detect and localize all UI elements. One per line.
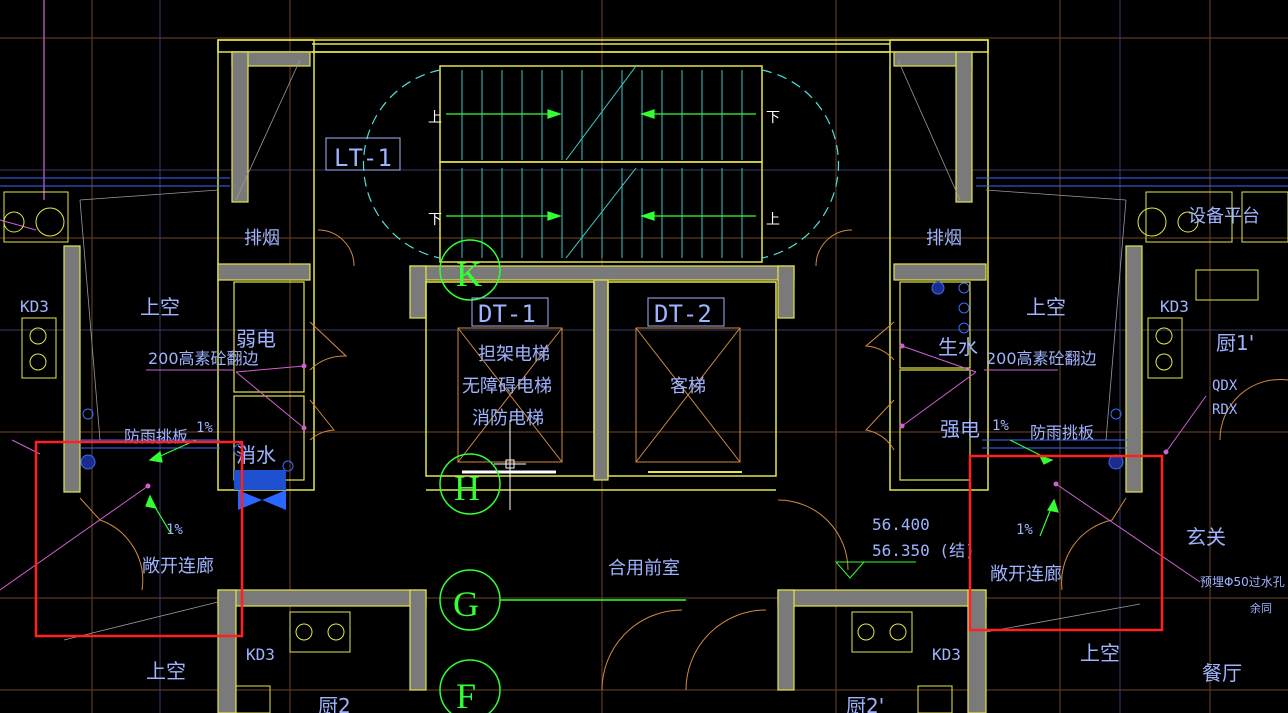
room-void-right-bottom: 上空 <box>1080 641 1120 665</box>
stair-down-bottom: 下 <box>428 212 442 228</box>
note-slope-left-top: 1% <box>196 420 213 436</box>
mep-lines <box>0 177 1288 472</box>
axis-label-h: H <box>454 468 480 508</box>
leader-lines-gray <box>63 59 1141 641</box>
dt1-tag: DT-1 <box>478 300 536 328</box>
room-weak-elec: 弱电 <box>236 327 276 351</box>
axis-bubbles <box>439 239 686 713</box>
kitchen-fixtures <box>3 191 1288 713</box>
review-highlight-left[interactable] <box>34 440 244 638</box>
lt1-tag-box <box>325 137 401 171</box>
elevation-finish: 56.400 <box>872 515 930 534</box>
stair-up-bottom: 上 <box>766 212 780 228</box>
walls-concrete <box>63 51 1143 713</box>
room-foyer: 玄关 <box>1186 525 1226 549</box>
note-slope-right-bottom: 1% <box>1016 522 1033 538</box>
elevator-dt1-line2: 无障碍电梯 <box>462 376 552 397</box>
elevation-structure: 56.350 (结) <box>872 541 975 560</box>
note-kd3-right-top: KD3 <box>1160 297 1189 316</box>
note-curb-left: 200高素砼翻边 <box>148 349 259 368</box>
stair-up-top: 上 <box>428 110 442 126</box>
lt1-tag: LT-1 <box>334 144 392 172</box>
room-void-right-top: 上空 <box>1026 295 1066 319</box>
room-smoke-left: 排烟 <box>244 228 280 249</box>
stair-down-top: 下 <box>766 110 780 126</box>
room-domestic-water: 生水 <box>938 335 978 359</box>
note-kd3-left-top: KD3 <box>20 297 49 316</box>
room-kitchen2-left: 厨2 <box>318 694 351 713</box>
room-void-left-top: 上空 <box>140 295 180 319</box>
review-highlight-right[interactable] <box>968 454 1164 632</box>
note-rdx: RDX <box>1212 402 1238 418</box>
note-rain-right: 防雨挑板 <box>1030 423 1094 442</box>
note-qdx: QDX <box>1212 378 1238 394</box>
note-corridor-right: 敞开连廊 <box>990 564 1062 585</box>
note-kd3-right-bottom: KD3 <box>932 645 961 664</box>
elevator-dt1-line3: 消防电梯 <box>472 408 544 429</box>
note-sleeve: 预埋Φ50过水孔 <box>1200 575 1285 589</box>
room-dining: 餐厅 <box>1202 661 1242 685</box>
doors <box>79 229 1288 691</box>
dt2-tag-box <box>647 297 725 327</box>
axis-label-k: K <box>456 254 482 294</box>
note-curb-right: 200高素砼翻边 <box>986 349 1097 368</box>
note-kd3-left-bottom: KD3 <box>246 645 275 664</box>
elevator-dt1-line1: 担架电梯 <box>478 344 550 365</box>
room-void-left-bottom: 上空 <box>146 659 186 683</box>
staircase <box>362 65 840 263</box>
room-equip-platform: 设备平台 <box>1188 206 1260 227</box>
fire-valve-icon <box>234 470 286 510</box>
building-outline <box>217 39 989 491</box>
note-corridor-left: 敞开连廊 <box>142 556 214 577</box>
slope-arrows <box>145 439 1059 537</box>
note-slope-left-bottom: 1% <box>166 522 183 538</box>
axis-label-f: F <box>456 676 476 713</box>
room-lobby: 合用前室 <box>608 558 680 579</box>
dt1-tag-box <box>471 297 549 327</box>
room-kitchen2-right: 厨2' <box>846 694 884 713</box>
elevator-shafts <box>425 281 777 510</box>
room-strong-elec: 强电 <box>940 417 980 441</box>
leader-lines-magenta <box>0 219 1207 591</box>
elevator-dt2-line1: 客梯 <box>670 376 706 397</box>
dt2-tag: DT-2 <box>654 300 712 328</box>
axis-label-g: G <box>453 584 479 624</box>
room-kitchen1: 厨1' <box>1216 331 1254 355</box>
elevation-marker <box>834 561 916 579</box>
room-smoke-right: 排烟 <box>926 228 962 249</box>
note-slope-right-top: 1% <box>992 418 1009 434</box>
note-sleeve-sub: 余同 <box>1250 601 1272 615</box>
